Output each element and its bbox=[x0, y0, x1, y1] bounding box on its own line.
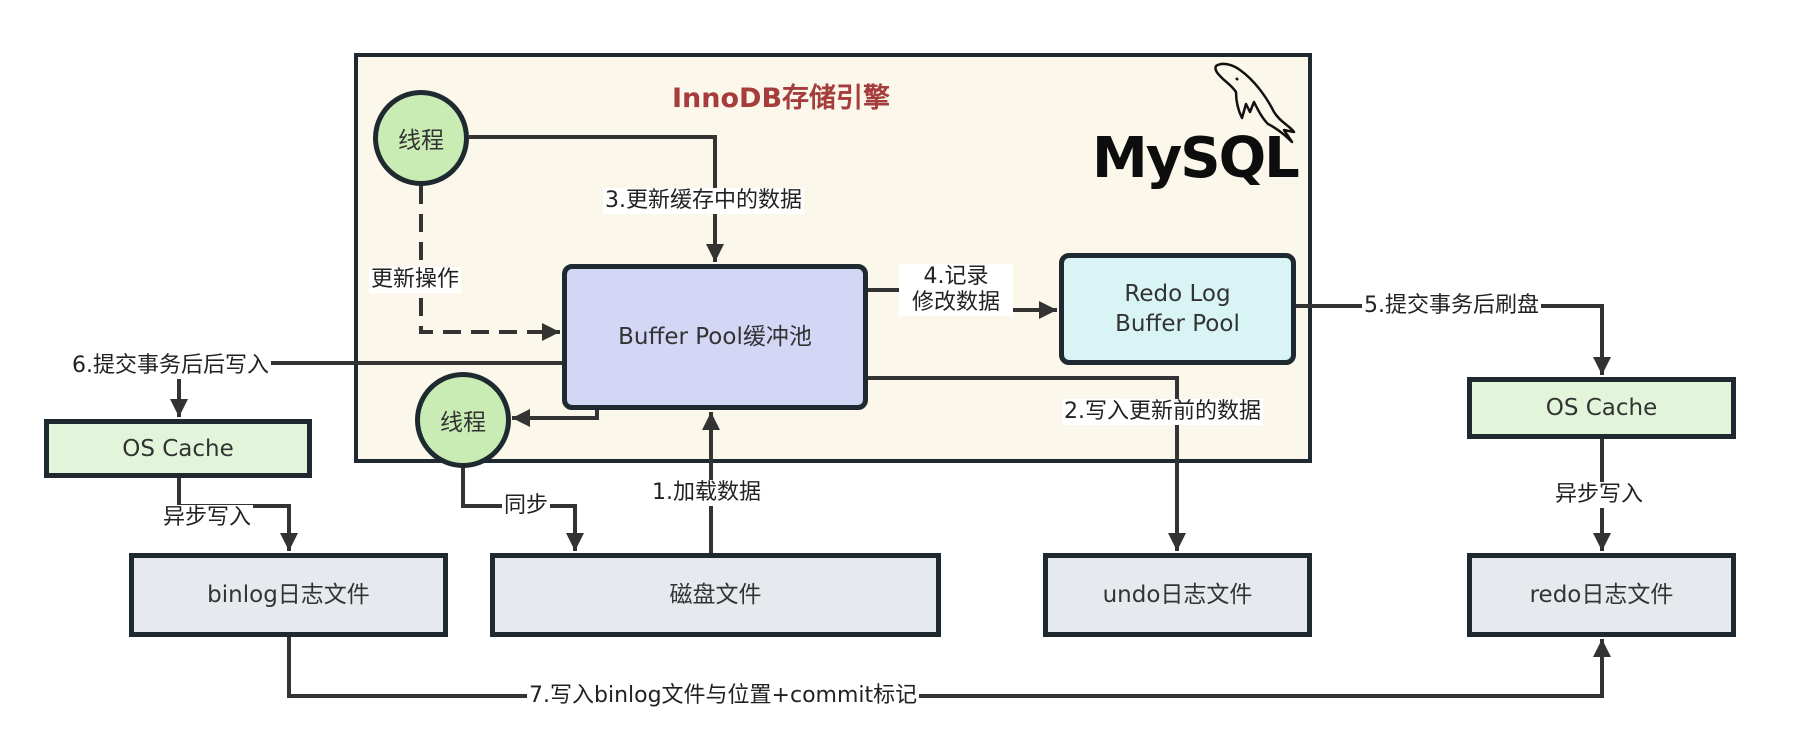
redo-buffer-label-line2: Buffer Pool bbox=[1115, 311, 1240, 337]
undo-file-label: undo日志文件 bbox=[1102, 582, 1253, 608]
edge-label-step1: 1.加载数据 bbox=[650, 480, 763, 506]
redo-file-node[interactable]: redo日志文件 bbox=[1467, 553, 1736, 637]
os-cache-right-node[interactable]: OS Cache bbox=[1467, 377, 1736, 439]
edge-step2 bbox=[868, 376, 1186, 551]
edge-label-step5: 5.提交事务后刷盘 bbox=[1362, 293, 1541, 319]
disk-file-node[interactable]: 磁盘文件 bbox=[490, 553, 941, 637]
redo-log-buffer-node[interactable]: Redo Log Buffer Pool bbox=[1059, 253, 1296, 365]
redo-buffer-label-line1: Redo Log bbox=[1124, 281, 1231, 307]
buffer-pool-label: Buffer Pool缓冲池 bbox=[618, 324, 812, 350]
os-cache-left-label: OS Cache bbox=[122, 435, 234, 462]
edge-update-op bbox=[419, 186, 560, 341]
undo-file-node[interactable]: undo日志文件 bbox=[1043, 553, 1312, 637]
os-cache-left-node[interactable]: OS Cache bbox=[44, 419, 312, 478]
edge-label-sync: 同步 bbox=[502, 493, 551, 519]
edge-label-step4: 4.记录 修改数据 bbox=[899, 264, 1013, 316]
mysql-dolphin-icon bbox=[1214, 62, 1296, 144]
edge-label-step4-line1: 4.记录 bbox=[923, 264, 989, 289]
os-cache-right-label: OS Cache bbox=[1545, 395, 1658, 421]
edge-label-async-right: 异步写入 bbox=[1553, 482, 1646, 508]
edge-label-step3: 3.更新缓存中的数据 bbox=[603, 188, 804, 214]
thread-node-bottom[interactable]: 线程 bbox=[415, 372, 511, 468]
disk-file-label: 磁盘文件 bbox=[669, 582, 762, 608]
edge-label-async-left: 异步写入 bbox=[161, 505, 254, 531]
binlog-file-node[interactable]: binlog日志文件 bbox=[129, 553, 448, 637]
edge-step7 bbox=[287, 637, 1611, 698]
engine-title: InnoDB存储引擎 bbox=[672, 83, 891, 114]
thread-bottom-label: 线程 bbox=[440, 410, 486, 436]
thread-top-label: 线程 bbox=[398, 128, 444, 154]
edge-step3 bbox=[469, 135, 724, 262]
edge-label-step2: 2.写入更新前的数据 bbox=[1062, 399, 1263, 425]
thread-node-top[interactable]: 线程 bbox=[373, 90, 469, 186]
edge-label-step4-line2: 修改数据 bbox=[911, 290, 1000, 315]
redo-file-label: redo日志文件 bbox=[1529, 582, 1674, 608]
edge-label-step7: 7.写入binlog文件与位置+commit标记 bbox=[527, 683, 920, 709]
edge-label-step6: 6.提交事务后后写入 bbox=[70, 353, 271, 379]
edge-label-update-op: 更新操作 bbox=[369, 267, 462, 293]
mysql-logo-text: MySQL bbox=[1092, 126, 1300, 191]
binlog-file-label: binlog日志文件 bbox=[207, 582, 370, 608]
edge-bp-to-thread bbox=[512, 409, 599, 427]
buffer-pool-node[interactable]: Buffer Pool缓冲池 bbox=[562, 264, 868, 410]
